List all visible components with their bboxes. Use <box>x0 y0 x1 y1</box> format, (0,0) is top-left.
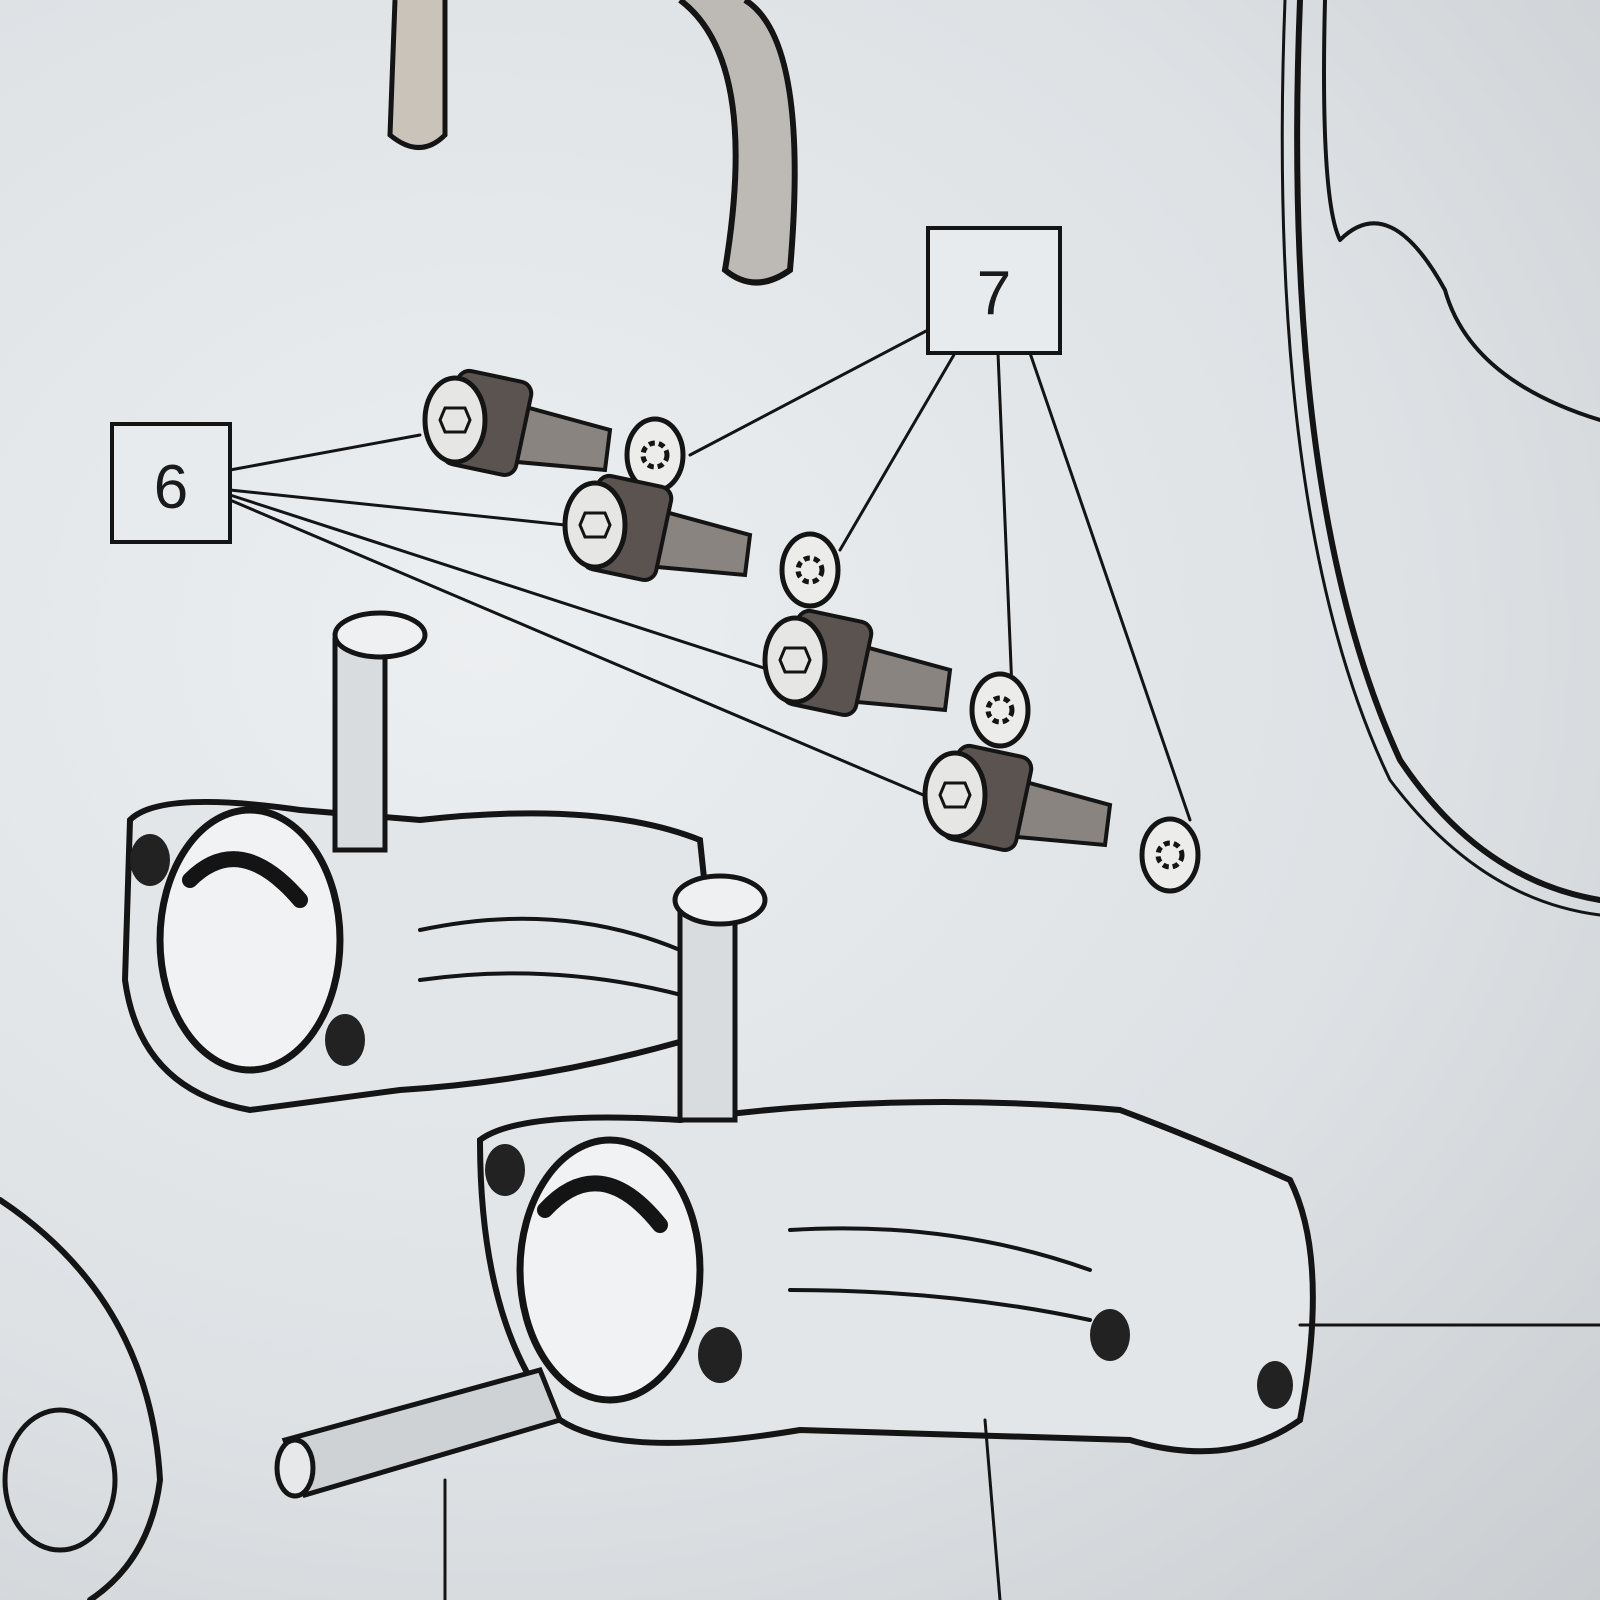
callout-6-leader-lines <box>228 433 937 802</box>
callout-6: 6 <box>110 422 232 544</box>
callout-7-label: 7 <box>977 259 1011 328</box>
callout-7-leader-lines <box>688 328 1192 822</box>
socket-head-bolt <box>762 608 953 717</box>
socket-head-bolt <box>562 473 753 582</box>
partial-linkage-part <box>0 1197 163 1600</box>
star-lock-washer <box>779 531 841 609</box>
vacuum-hose-bent <box>678 0 798 286</box>
inlet-manifold-upper <box>121 610 724 1114</box>
socket-head-bolt <box>422 368 613 477</box>
callout-6-label: 6 <box>154 453 188 522</box>
star-lock-washer <box>969 671 1031 749</box>
socket-head-bolt <box>922 743 1113 852</box>
star-lock-washer <box>1139 816 1201 894</box>
inlet-manifold-lower <box>476 873 1316 1455</box>
float-chamber-gasket <box>1280 0 1600 917</box>
vacuum-hose-left <box>387 0 448 150</box>
manifold-stud <box>274 1323 1600 1600</box>
callout-7: 7 <box>926 226 1062 355</box>
